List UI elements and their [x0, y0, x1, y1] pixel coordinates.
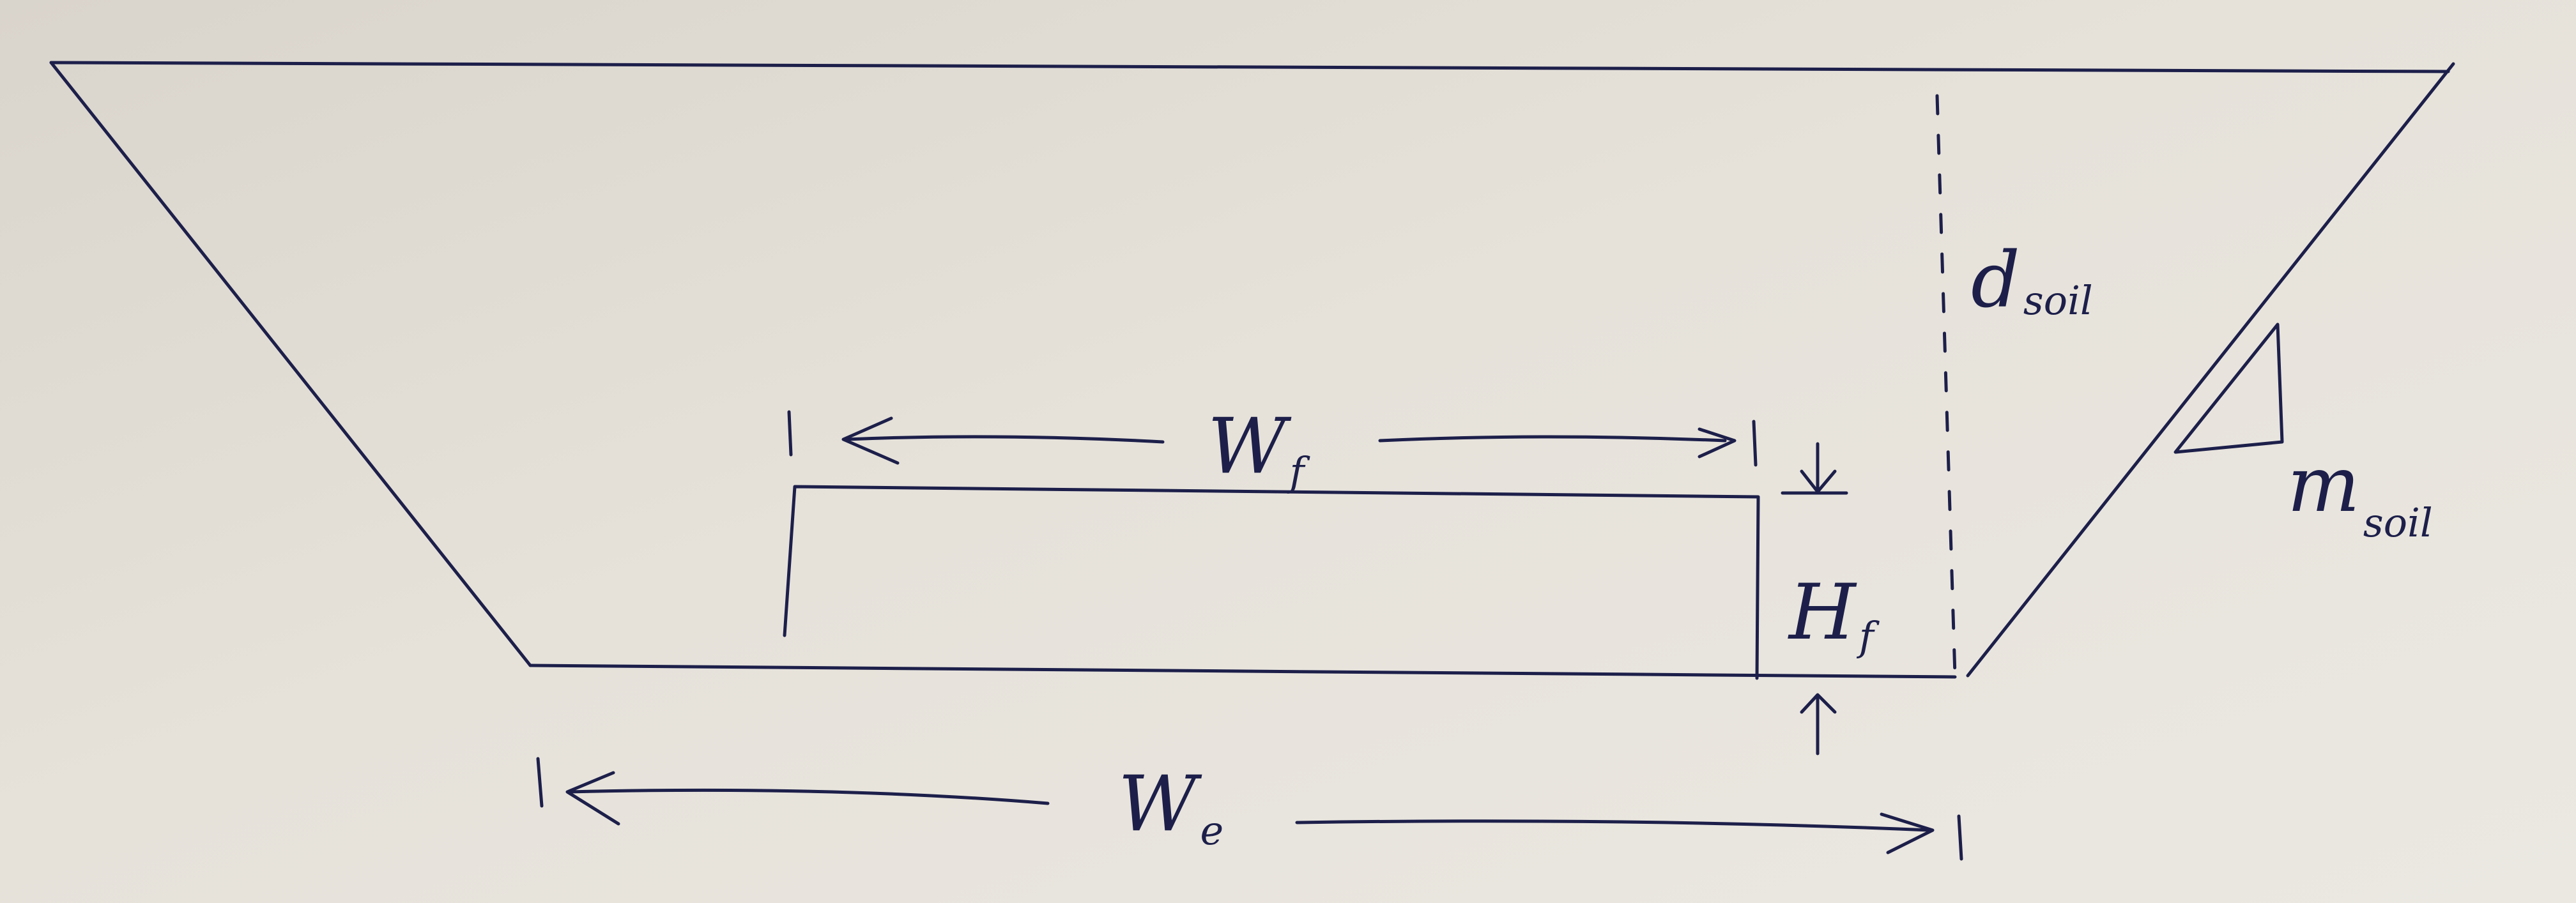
- wf-right-arrow-shaft: [1378, 435, 1727, 443]
- we-right-arrow-shaft: [1295, 819, 1931, 832]
- excavation-bottom-line: [528, 664, 1957, 679]
- msoil-label-main: m: [2287, 441, 2360, 529]
- we-label-sub: e: [1200, 807, 1223, 854]
- we-left-tick: [536, 757, 544, 808]
- right-slope-line: [1966, 62, 2455, 678]
- hf-bottom-arrowhead: [1800, 693, 1837, 714]
- wf-left-tick: [787, 410, 793, 457]
- footing-outline: [783, 485, 1760, 680]
- we-right-arrowhead: [1880, 812, 1935, 854]
- ground-surface-line: [49, 61, 2450, 73]
- we-label-main: W: [1118, 760, 1202, 849]
- left-slope-line: [49, 61, 532, 667]
- hf-label-main: H: [1788, 568, 1857, 657]
- msoil-label: m soil: [2287, 441, 2433, 546]
- wf-right-tick: [1752, 420, 1758, 467]
- dsoil-label-main: d: [1971, 236, 2020, 325]
- wf-right-arrowhead: [1698, 427, 1736, 459]
- msoil-label-sub: soil: [2363, 499, 2433, 546]
- we-right-tick: [1957, 814, 1963, 861]
- hf-label: H f: [1788, 568, 1880, 660]
- wf-left-arrowhead: [841, 416, 900, 465]
- wf-label-main: W: [1208, 402, 1292, 491]
- dsoil-label: d soil: [1971, 236, 2093, 325]
- wf-label-sub: f: [1287, 448, 1310, 495]
- wf-left-arrow-shaft: [845, 435, 1165, 444]
- wf-label: W f: [1208, 402, 1310, 495]
- soil-depth-dashed-line: [1935, 94, 1957, 678]
- dsoil-label-sub: soil: [2023, 277, 2093, 324]
- we-left-arrowhead: [565, 771, 620, 826]
- we-label: W e: [1118, 760, 1223, 854]
- hf-label-sub: f: [1857, 613, 1880, 660]
- we-left-arrow-shaft: [567, 788, 1050, 805]
- slope-triangle: [2174, 322, 2284, 454]
